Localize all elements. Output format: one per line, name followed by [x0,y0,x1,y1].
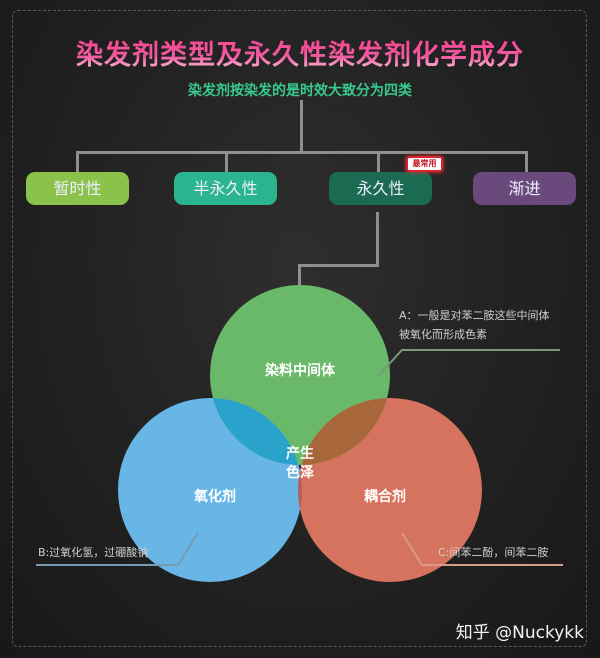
category-semi-permanent[interactable]: 半永久性 [174,172,277,205]
branch-drop-2 [225,151,228,172]
watermark: 知乎 @Nuckykk [455,623,584,643]
category-progressive[interactable]: 渐进 [473,172,576,205]
tree-trunk-line [300,100,303,152]
branch-drop-3 [377,151,380,172]
page-title: 染发剂类型及永久性染发剂化学成分 [0,33,600,72]
category-temporary[interactable]: 暂时性 [26,172,129,205]
note-a-line1: A：一般是对苯二胺这些中间体 [399,309,550,322]
branch-drop-1 [76,151,79,172]
venn-connector-down [376,212,379,266]
tree-branch-line [76,151,528,154]
note-a-line2: 被氧化而形成色素 [399,328,487,341]
coupler-label: 耦合剂 [364,489,406,505]
most-used-badge: 最常用 [406,156,443,172]
dye-intermediate-label: 染料中间体 [265,363,335,379]
color-result-label-2: 色泽 [286,465,314,481]
dashed-frame [12,10,587,647]
subtitle: 染发剂按染发的是时效大致分为四类 [188,83,412,99]
branch-drop-4 [525,151,528,172]
color-result-label-1: 产生 [286,446,314,462]
venn-connector-horizontal [298,264,379,267]
note-c: C:间苯二酚，间苯二胺 [438,546,549,559]
oxidant-label: 氧化剂 [194,489,236,505]
category-permanent[interactable]: 永久性 [329,172,432,205]
note-b: B:过氧化氢，过硼酸钠 [38,546,149,559]
